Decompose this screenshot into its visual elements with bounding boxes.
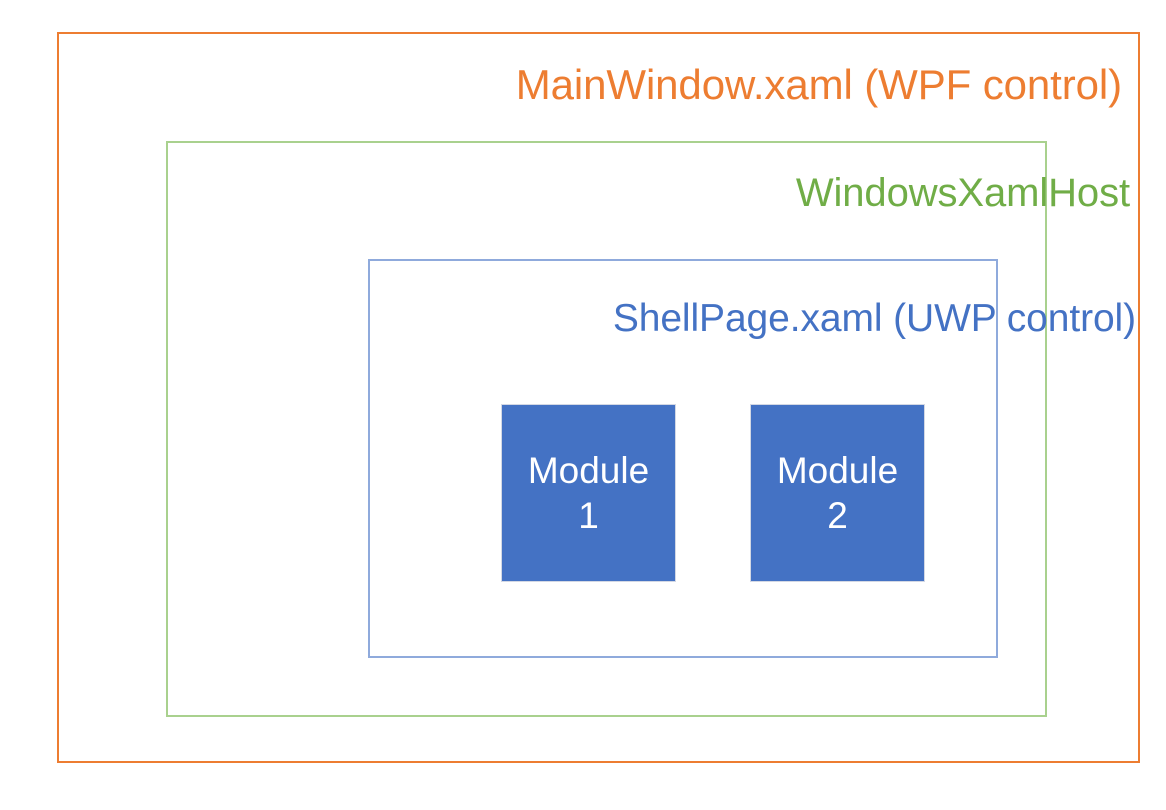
layer-box-mainwindow [57, 32, 1140, 763]
module-block-1: Module 1 [501, 404, 676, 582]
layer-box-windowsxamlhost [166, 141, 1047, 717]
module-block-1-name: Module [527, 449, 650, 491]
module-block-2-number: 2 [827, 495, 848, 536]
layer-label-windowsxamlhost: WindowsXamlHost [795, 171, 1130, 215]
layer-box-shellpage [368, 259, 998, 658]
layer-label-shellpage: ShellPage.xaml (UWP control) [612, 297, 1136, 340]
layer-label-mainwindow: MainWindow.xaml (WPF control) [515, 61, 1122, 108]
module-block-2-name: Module [776, 449, 899, 491]
module-block-1-number: 1 [578, 495, 599, 536]
module-block-2: Module 2 [750, 404, 925, 582]
